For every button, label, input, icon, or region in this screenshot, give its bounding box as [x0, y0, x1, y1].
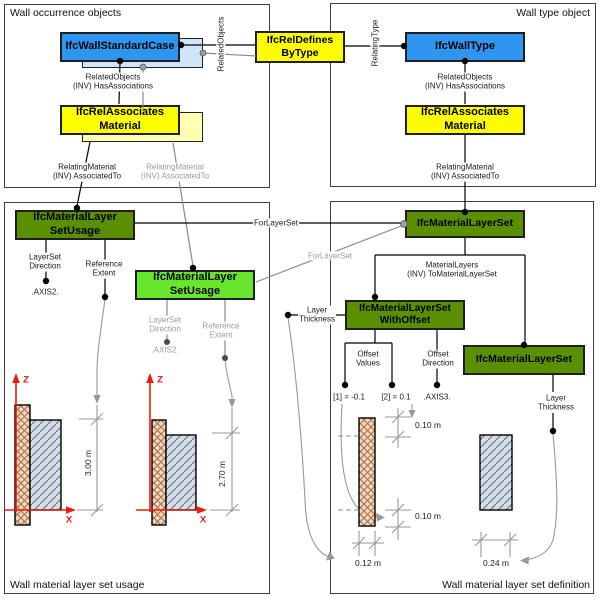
- unoffset-reference-dashes: [338, 435, 360, 511]
- panel-title-usage: Wall material layer set usage: [10, 579, 145, 591]
- dimension-width-2: 0.24 m: [483, 557, 509, 568]
- axis-x-label-2: X: [199, 514, 207, 526]
- label-relatedobjects-rotated: RelatedObjects: [216, 15, 226, 73]
- layer-diagonal-def: [479, 434, 513, 511]
- panel-title-wall-type: Wall type object: [516, 7, 590, 19]
- connection-bullets: [42, 41, 557, 435]
- label-axis2: .AXIS2.: [30, 287, 60, 297]
- label-layer-thickness-left: Layer Thickness: [297, 305, 337, 325]
- box-ifcrelassociatesmaterial-occurrence: IfcRelAssociates Material: [60, 105, 180, 135]
- panel-layer-set-usage: [4, 202, 270, 594]
- box-ifcmateriallayerset-2: IfcMaterialLayerSet: [463, 345, 585, 375]
- label-axis2-gray: .AXIS2.: [150, 345, 180, 355]
- dimension-height-2: 2.70 m: [216, 461, 227, 487]
- label-layerset-direction-gray: LayerSet Direction: [147, 315, 183, 335]
- label-forlayerset-gray: ForLayerSet: [306, 251, 354, 261]
- label-relatingmaterial-associatedto-gray: RelatingMaterial (INV) AssociatedTo: [139, 162, 211, 182]
- label-layer-thickness-right: Layer Thickness: [536, 393, 576, 413]
- label-layerset-direction: LayerSet Direction: [27, 252, 63, 272]
- axis-arrowheads: [12, 373, 207, 514]
- panel-wall-type: [330, 3, 596, 187]
- dark-gray-bullets: [164, 339, 228, 361]
- gray-connection-bullets: [139, 49, 408, 228]
- axis-z-label-1: Z: [23, 374, 29, 386]
- box-ifcrelassociatesmaterial-type: IfcRelAssociates Material: [405, 105, 525, 135]
- label-offset-value-2: [2] = 0.1: [380, 392, 412, 402]
- box-ifcreldefinesbytype: IfcRelDefines ByType: [255, 31, 345, 63]
- label-relatingtype-rotated: RelatingType: [370, 18, 380, 68]
- panel-title-definition: Wall material layer set definition: [442, 579, 590, 591]
- label-reference-extent: Reference Extent: [84, 259, 124, 279]
- axes-left: [5, 382, 198, 512]
- wall-layer-crosshatch-1: [14, 404, 31, 526]
- dimension-offset-bottom: 0.10 m: [415, 510, 441, 521]
- box-ifcmateriallayersetwithoffset: IfcMaterialLayerSet WithOffset: [345, 300, 465, 330]
- label-reference-extent-gray: Reference Extent: [201, 321, 241, 341]
- label-relatingmaterial-associatedto: RelatingMaterial (INV) AssociatedTo: [51, 162, 123, 182]
- label-axis3: .AXIS3.: [422, 392, 452, 402]
- label-offset-values: Offset Values: [355, 349, 381, 369]
- label-relatedobjects-hasassociations: RelatedObjects (INV) HasAssociations: [71, 72, 155, 92]
- dimension-0_12: [352, 531, 384, 556]
- label-relatedobjects-hasassociations-type: RelatedObjects (INV) HasAssociations: [423, 72, 507, 92]
- label-materiallayers-tomateriallayerset: MaterialLayers (INV) ToMaterialLayerSet: [406, 260, 498, 280]
- wall-layer-diagonal-1: [29, 419, 62, 511]
- leader-arrowheads: [93, 395, 529, 565]
- dimension-width-1: 0.12 m: [355, 557, 381, 568]
- label-relatingmaterial-associatedto-type: RelatingMaterial (INV) AssociatedTo: [429, 162, 501, 182]
- panel-wall-occurrence: [4, 4, 270, 188]
- dimension-3m: [77, 405, 104, 517]
- axis-z-label-2: Z: [157, 374, 163, 386]
- label-offset-direction: Offset Direction: [421, 349, 455, 369]
- dimension-0_10-bottom: [385, 498, 411, 540]
- dimension-2_7m: [210, 408, 240, 517]
- layer-crosshatch-def: [358, 417, 376, 527]
- box-ifcwalltype: IfcWallType: [405, 32, 525, 62]
- dimension-0_10-top: [385, 408, 411, 448]
- dimension-offset-top: 0.10 m: [415, 419, 441, 430]
- axis-x-label-1: X: [65, 514, 73, 526]
- panel-title-occurrence: Wall occurrence objects: [10, 7, 122, 19]
- box-ifcmateriallayersetusage: IfcMaterialLayer SetUsage: [15, 210, 135, 240]
- dimension-height-1: 3.00 m: [82, 450, 93, 476]
- label-forlayerset: ForLayerSet: [252, 218, 300, 228]
- dimension-0_24: [472, 532, 518, 557]
- label-offset-value-1: [1] = -0.1: [332, 392, 366, 402]
- wall-layer-diagonal-2: [165, 434, 197, 511]
- box-ifcmateriallayersetusage-alt: IfcMaterialLayer SetUsage: [135, 270, 255, 300]
- panel-layer-set-definition: [330, 201, 594, 594]
